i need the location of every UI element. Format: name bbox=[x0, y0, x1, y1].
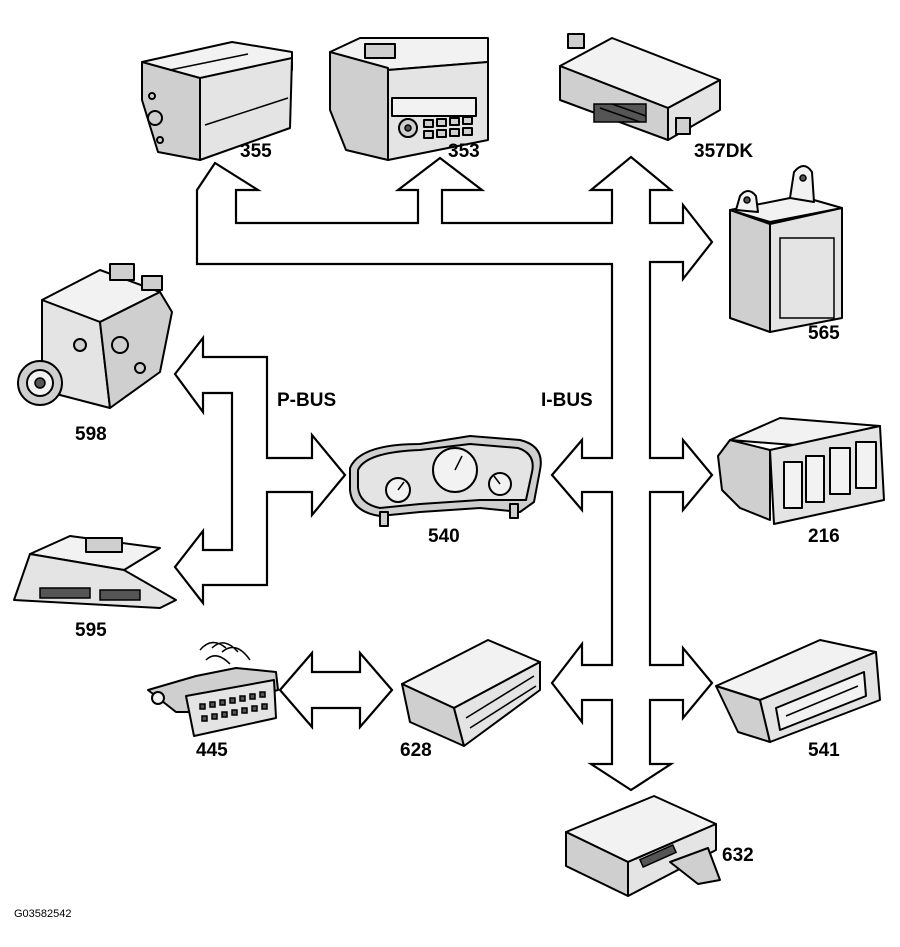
bus-arrows bbox=[173, 155, 714, 792]
p-bus-arrows bbox=[173, 334, 347, 607]
module-labels: 355 353 357DK 565 598 540 216 595 445 62… bbox=[75, 141, 840, 866]
module-628-module bbox=[401, 639, 541, 747]
module-541-display bbox=[715, 639, 881, 743]
label-565: 565 bbox=[808, 323, 840, 344]
label-353: 353 bbox=[448, 141, 480, 162]
label-355: 355 bbox=[240, 141, 272, 162]
p-bus-label: P-BUS bbox=[277, 390, 336, 411]
label-595: 595 bbox=[75, 620, 107, 641]
label-632: 632 bbox=[722, 845, 754, 866]
label-216: 216 bbox=[808, 526, 840, 547]
module-355-cd-changer bbox=[141, 41, 293, 161]
module-565-module bbox=[729, 165, 843, 333]
module-357dk bbox=[559, 33, 721, 141]
label-541: 541 bbox=[808, 740, 840, 761]
module-540-instrument-cluster bbox=[349, 435, 542, 527]
module-216-climate-panel bbox=[717, 417, 885, 525]
diag-link-arrow bbox=[278, 650, 394, 730]
i-bus-label: I-BUS bbox=[541, 390, 593, 411]
module-445-diagnostic-connector bbox=[147, 641, 279, 737]
label-598: 598 bbox=[75, 424, 107, 445]
module-353-radio bbox=[329, 37, 489, 161]
module-595-engine-control bbox=[13, 535, 177, 609]
module-598-injection-pump bbox=[17, 263, 173, 409]
module-632-module bbox=[565, 795, 721, 897]
figure-code: G03582542 bbox=[14, 908, 72, 920]
label-445: 445 bbox=[196, 740, 228, 761]
label-628: 628 bbox=[400, 740, 432, 761]
i-bus-upper-arrows bbox=[195, 155, 714, 792]
label-540: 540 bbox=[428, 526, 460, 547]
label-357dk: 357DK bbox=[694, 141, 753, 162]
